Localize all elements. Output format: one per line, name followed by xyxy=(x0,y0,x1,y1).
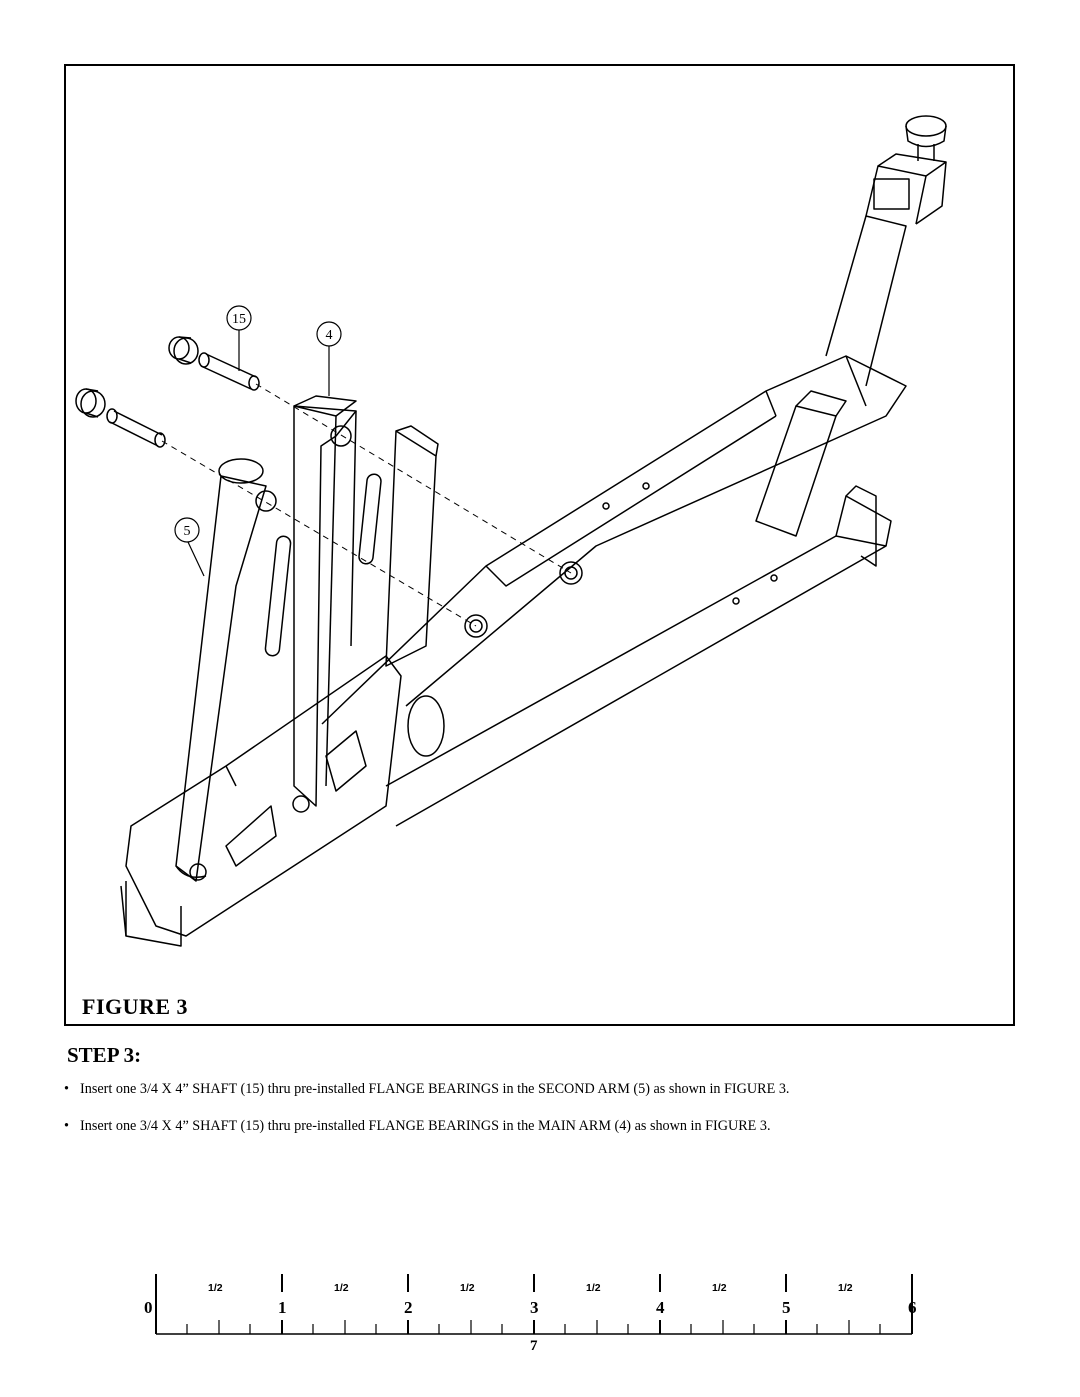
measurement-ruler: 1/2 1/2 1/2 1/2 1/2 1/2 0 1 2 3 4 5 6 7 xyxy=(144,1272,930,1372)
base-rail xyxy=(385,482,892,827)
upper-flange-bearing xyxy=(168,336,199,365)
step-instructions: • Insert one 3/4 X 4” SHAFT (15) thru pre… xyxy=(62,1080,789,1154)
ruler-number: 5 xyxy=(782,1298,791,1317)
bullet-dot-icon: • xyxy=(64,1118,69,1134)
instruction-text: Insert one 3/4 X 4” SHAFT (15) thru pre-… xyxy=(80,1081,790,1097)
ruler-half-label: 1/2 xyxy=(838,1282,853,1294)
callout-5-label: 5 xyxy=(184,524,191,539)
second-arm xyxy=(175,458,267,882)
right-flange-bearings xyxy=(255,425,583,638)
figure-frame: 15 4 5 FIGURE 3 xyxy=(64,64,1015,1026)
ruler-half-label: 1/2 xyxy=(712,1282,727,1294)
axis-dashed-lines xyxy=(161,383,572,627)
callout-leaders xyxy=(187,330,330,577)
main-frame-beam xyxy=(321,355,907,725)
lower-flange-bearing xyxy=(75,388,106,418)
rear-support-leg xyxy=(755,390,847,537)
ruler-number: 2 xyxy=(404,1298,413,1317)
page-number: 7 xyxy=(530,1338,538,1354)
ruler-half-label: 1/2 xyxy=(586,1282,601,1294)
callout-15-label: 15 xyxy=(232,312,246,327)
upper-shaft xyxy=(198,352,260,391)
ruler-half-label: 1/2 xyxy=(334,1282,349,1294)
instruction-text: Insert one 3/4 X 4” SHAFT (15) thru pre-… xyxy=(80,1118,771,1134)
side-plate xyxy=(125,655,445,937)
ruler-half-label: 1/2 xyxy=(208,1282,223,1294)
ruler-number: 0 xyxy=(144,1298,153,1317)
instruction-item: • Insert one 3/4 X 4” SHAFT (15) thru pre… xyxy=(62,1080,789,1117)
assembly-drawing: 15 4 5 xyxy=(75,115,947,947)
lower-shaft xyxy=(106,408,166,448)
ruler-number: 1 xyxy=(278,1298,287,1317)
ruler-number: 3 xyxy=(530,1298,539,1317)
base-box xyxy=(120,881,182,947)
adjustment-knob xyxy=(905,115,947,161)
ruler-number: 4 xyxy=(656,1298,665,1317)
main-arm xyxy=(264,395,439,807)
callout-4-label: 4 xyxy=(326,328,333,343)
step-title: STEP 3: xyxy=(67,1043,142,1067)
ruler-half-label: 1/2 xyxy=(460,1282,475,1294)
figure-caption: FIGURE 3 xyxy=(82,994,189,1019)
ruler-ticks xyxy=(155,1274,913,1335)
bullet-dot-icon: • xyxy=(64,1081,69,1097)
callout-circles xyxy=(174,305,342,543)
instruction-item: • Insert one 3/4 X 4” SHAFT (15) thru pre… xyxy=(62,1117,789,1154)
ruler-number: 6 xyxy=(908,1298,917,1317)
upright-post xyxy=(825,153,947,387)
